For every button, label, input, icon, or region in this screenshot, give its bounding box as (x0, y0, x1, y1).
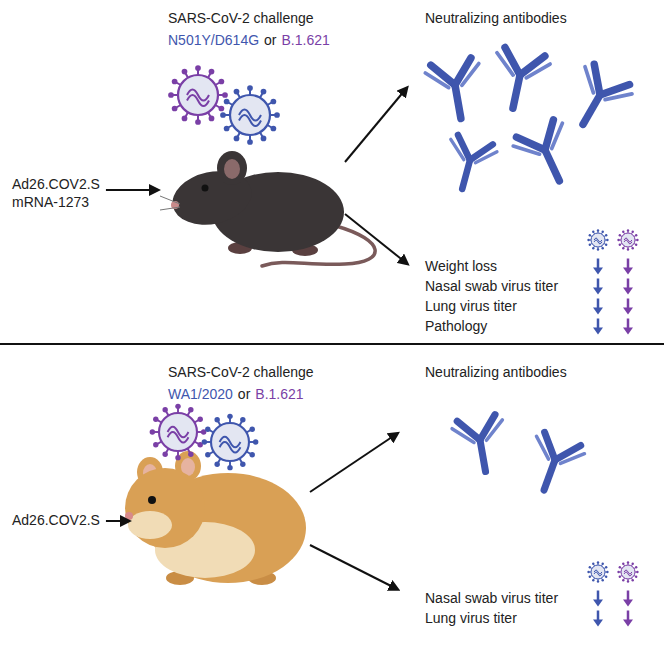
outcome-arrow (310, 435, 395, 492)
text-label: Lung virus titer (425, 610, 517, 627)
decrease-arrowhead (593, 600, 603, 607)
text-label: mRNA-1273 (12, 194, 89, 211)
text-label: Neutralizing antibodies (425, 10, 567, 27)
vaccine-arrow (106, 189, 155, 191)
decrease-arrowhead (623, 268, 633, 275)
antibody-icon (451, 414, 511, 476)
antibody-icon (510, 117, 584, 192)
virus-icon (202, 414, 259, 471)
virus-icon (220, 85, 280, 145)
vaccine-arrow (106, 520, 126, 522)
decrease-arrowhead (623, 288, 633, 295)
text-label: Neutralizing antibodies (425, 364, 567, 381)
virus-icon (587, 561, 608, 582)
antibody-icon (439, 134, 498, 196)
decrease-arrowhead (623, 600, 633, 607)
text-label: Ad26.COV2.S (12, 512, 100, 529)
virus-icon (150, 404, 207, 461)
antibody-icon (424, 57, 487, 123)
outcome-arrow (345, 214, 405, 262)
text-label: SARS-CoV-2 challenge (168, 10, 314, 27)
decrease-arrowhead (593, 308, 603, 315)
text-label: Nasal swab virus titer (425, 590, 558, 607)
text-label: Pathology (425, 318, 487, 335)
text-label: N501Y/D614G (168, 32, 259, 49)
decrease-arrowhead (623, 620, 633, 627)
decrease-arrowhead (623, 328, 633, 335)
virus-icon (617, 229, 638, 250)
antibody-icon (560, 61, 636, 138)
hamster-figure (125, 451, 306, 585)
text-label: B.1.621 (255, 386, 303, 403)
text-label: WA1/2020 (168, 386, 233, 403)
virus-icon (587, 229, 608, 250)
mouse-figure (160, 151, 375, 266)
decrease-arrowhead (593, 620, 603, 627)
antibody-icon (520, 430, 587, 499)
decrease-arrowhead (593, 288, 603, 295)
text-label: Nasal swab virus titer (425, 278, 558, 295)
outcome-arrow (345, 90, 405, 162)
outcome-arrow (310, 545, 395, 588)
text-label: Weight loss (425, 258, 497, 275)
virus-icon (617, 561, 638, 582)
decrease-arrowhead (623, 308, 633, 315)
divider-line (0, 343, 664, 345)
text-label: or (264, 32, 276, 49)
text-label: Lung virus titer (425, 298, 517, 315)
text-label: B.1.621 (282, 32, 330, 49)
text-label: or (238, 386, 250, 403)
virus-icon (168, 65, 228, 125)
decrease-arrowhead (593, 328, 603, 335)
text-label: SARS-CoV-2 challenge (168, 364, 314, 381)
decrease-arrowhead (593, 268, 603, 275)
antibody-icon (486, 46, 551, 114)
text-label: Ad26.COV2.S (12, 176, 100, 193)
